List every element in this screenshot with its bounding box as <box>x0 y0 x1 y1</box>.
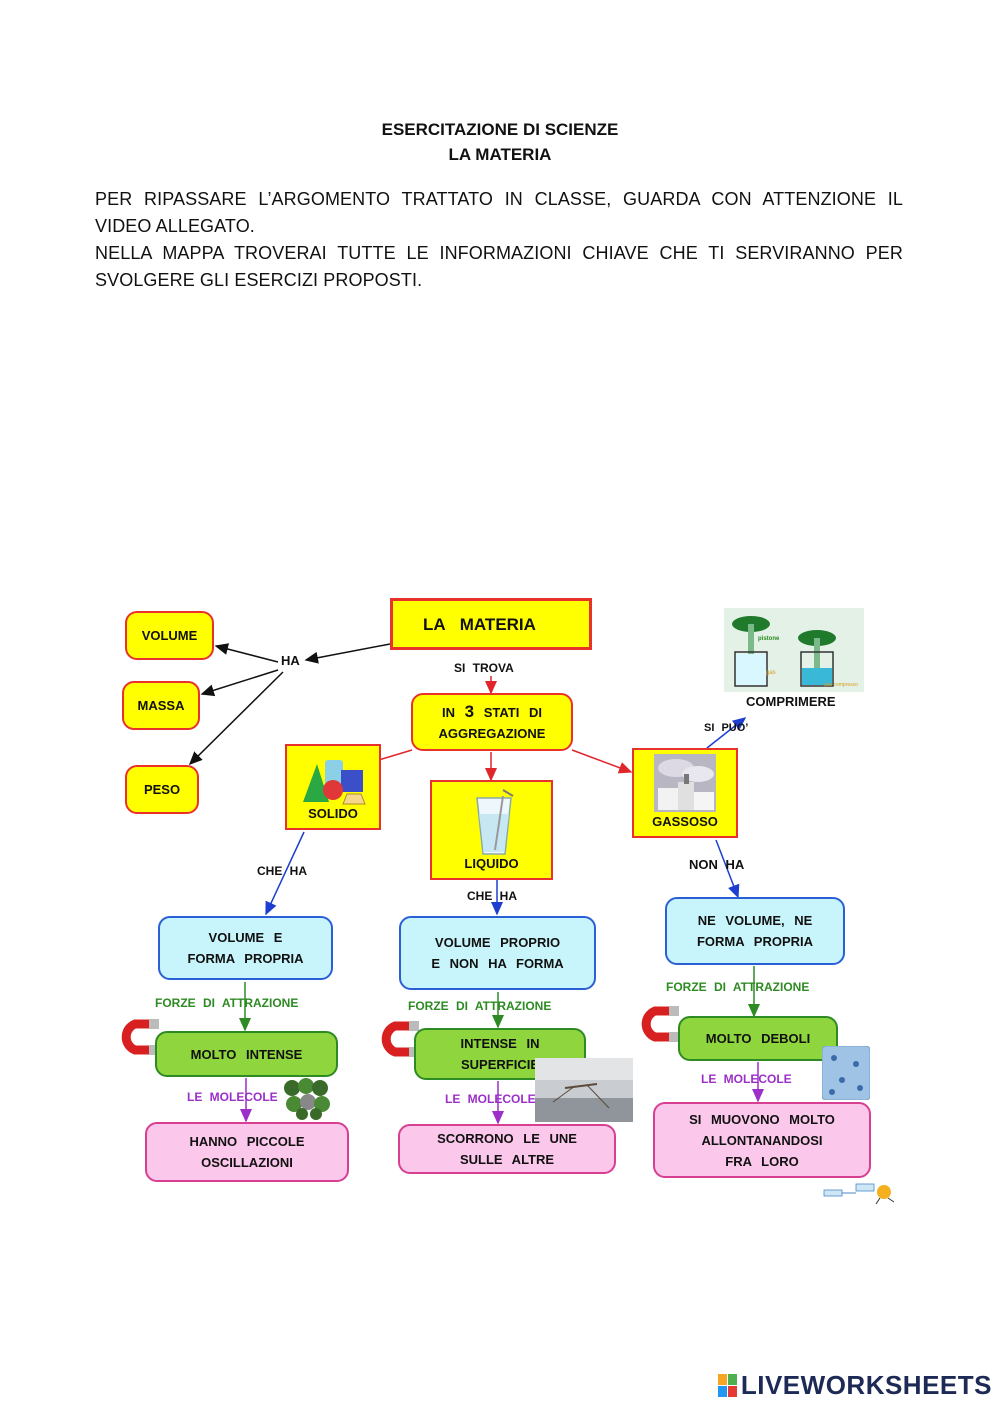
stati-number: 3 <box>464 701 475 721</box>
intro-text: PER RIPASSARE L’ARGOMENTO TRATTATO IN CL… <box>95 186 903 294</box>
concept-map-logo-icon <box>823 1183 895 1204</box>
gas-compresso-label: gas compresso <box>824 682 858 688</box>
gas-label: gas <box>766 670 776 676</box>
solid-molecules-icon <box>284 1078 330 1120</box>
compression-illustration: pistone gas gas compresso <box>724 608 864 692</box>
molecole-label-solido: LE MOLECOLE <box>187 1090 278 1104</box>
gassoso-box: GASSOSO <box>632 748 738 838</box>
solido-link-label: CHE HA <box>257 864 308 878</box>
gassoso-molecole-box: SI MUOVONO MOLTO ALLONTANANDOSI FRA LORO <box>653 1102 871 1178</box>
si-puo-label: SI PUO’ <box>704 722 749 734</box>
solido-label: SOLIDO <box>308 806 358 821</box>
forze-label-liquido: FORZE DI ATTRAZIONE <box>408 999 552 1013</box>
stati-box: IN 3 STATI DI AGGREGAZIONE <box>411 693 573 751</box>
liveworksheets-brand: LIVEWORKSHEETS <box>740 1370 992 1400</box>
solid-shapes-icon <box>303 760 366 805</box>
gassoso-property-box: NE VOLUME, NE FORMA PROPRIA <box>665 897 845 965</box>
factory-smoke-icon <box>654 754 716 812</box>
title-line-1: ESERCITAZIONE DI SCIENZE <box>381 120 619 139</box>
solido-property-box: VOLUME E FORMA PROPRIA <box>158 916 333 980</box>
magnet-icon <box>641 1006 679 1042</box>
liquido-label: LIQUIDO <box>464 856 519 871</box>
solido-forze-box: MOLTO INTENSE <box>155 1031 338 1077</box>
gassoso-forze-box: MOLTO DEBOLI <box>678 1016 838 1061</box>
pistone-label: pistone <box>758 636 780 642</box>
solido-box: SOLIDO <box>285 744 381 830</box>
comprimere-label: COMPRIMERE <box>746 694 836 709</box>
glass-of-water-icon <box>476 789 514 855</box>
liquido-box: LIQUIDO <box>430 780 553 880</box>
piston-diagram: pistone gas gas compresso <box>732 616 858 688</box>
stati-line-1: IN 3 STATI DI <box>442 701 542 721</box>
intro-paragraph-2: NELLA MAPPA TROVERAI TUTTE LE INFORMAZIO… <box>95 243 903 290</box>
solido-molecole-box: HANNO PICCOLE OSCILLAZIONI <box>145 1122 349 1182</box>
liquido-link-label: CHE HA <box>467 889 518 903</box>
water-strider-photo <box>535 1058 633 1122</box>
title-line-2: LA MATERIA <box>448 145 552 164</box>
gassoso-label: GASSOSO <box>652 814 718 829</box>
gas-molecules-icon <box>822 1046 870 1100</box>
liveworksheets-logo: LIVEWORKSHEETS <box>717 1370 992 1401</box>
magnet-icon <box>121 1019 159 1055</box>
stati-line-2: AGGREGAZIONE <box>438 725 546 741</box>
liquido-molecole-box: SCORRONO LE UNE SULLE ALTRE <box>398 1124 616 1174</box>
peso-box: PESO <box>125 765 199 814</box>
intro-paragraph-1: PER RIPASSARE L’ARGOMENTO TRATTATO IN CL… <box>95 189 903 236</box>
molecole-label-gassoso: LE MOLECOLE <box>701 1072 792 1086</box>
main-concept-box: LA MATERIA <box>390 598 592 650</box>
forze-label-gassoso: FORZE DI ATTRAZIONE <box>666 980 810 994</box>
si-trova-label: SI TROVA <box>454 661 514 675</box>
molecole-label-liquido: LE MOLECOLE <box>445 1092 536 1106</box>
forze-label-solido: FORZE DI ATTRAZIONE <box>155 996 299 1010</box>
gassoso-link-label: NON HA <box>689 857 745 872</box>
ha-label: HA <box>281 653 300 668</box>
liquido-property-box: VOLUME PROPRIO E NON HA FORMA <box>399 916 596 990</box>
volume-box: VOLUME <box>125 611 214 660</box>
liveworksheets-logo-icon <box>717 1374 737 1397</box>
massa-box: MASSA <box>122 681 200 730</box>
